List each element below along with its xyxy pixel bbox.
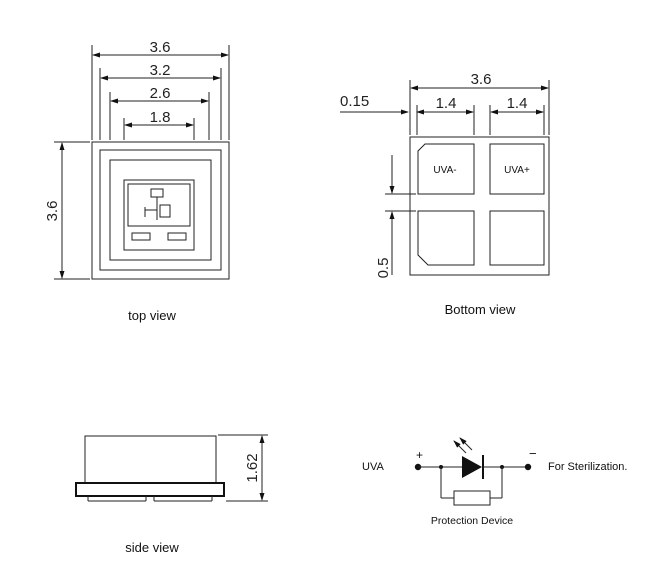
side-view-caption: side view: [125, 540, 179, 555]
pad-plus-label: UVA+: [504, 165, 530, 176]
side-lens: [84, 435, 217, 484]
bottom-view-caption: Bottom view: [445, 302, 516, 317]
wire-pad-left: [131, 232, 151, 241]
dim-outer-width: 3.6: [150, 39, 171, 56]
dim-width-3-2: 3.2: [150, 62, 171, 79]
pad-minus-label: UVA-: [433, 165, 456, 176]
top-view: 3.6 3.2 2.6 1.8 3.6 top view: [44, 39, 230, 323]
dim-bottom-width: 3.6: [471, 71, 492, 88]
wire-pad-right: [167, 232, 187, 241]
protection-device-label: Protection Device: [431, 515, 513, 527]
protection-device-icon: [453, 490, 491, 506]
die-top: [150, 188, 164, 198]
top-view-caption: top view: [128, 308, 176, 323]
dim-side-height: 1.62: [244, 453, 261, 482]
bottom-view: 3.6 0.15 1.4 1.4 UVA- UVA+ 0.5 Bottom vi…: [340, 71, 550, 317]
chip-frame: [127, 183, 191, 227]
schematic: UVA + − For Sterilization. Protection De…: [362, 437, 627, 527]
side-base: [75, 482, 225, 497]
minus-sign: −: [529, 446, 537, 461]
cavity-outline: [109, 159, 212, 261]
dim-height: 3.6: [44, 201, 61, 222]
side-view: 1.62 side view: [75, 434, 268, 555]
led-diode-icon: [462, 456, 482, 478]
cathode-terminal: [524, 463, 532, 471]
sterilization-label: For Sterilization.: [548, 461, 627, 473]
chip-area: [123, 179, 195, 251]
plus-sign: +: [416, 448, 423, 462]
pad-bottom-left: [417, 210, 475, 266]
dim-offset: 0.15: [340, 93, 369, 110]
package-outline: [91, 141, 230, 280]
pad-uva-minus: [417, 143, 475, 195]
dim-pad-right: 1.4: [507, 95, 528, 112]
dim-width-1-8: 1.8: [150, 109, 171, 126]
pad-uva-plus: [489, 143, 545, 195]
die-bottom: [159, 204, 171, 218]
dim-pad-left: 1.4: [436, 95, 457, 112]
lens-outline: [99, 149, 222, 271]
emission-arrow-icon: [459, 437, 473, 451]
schematic-uva-label: UVA: [362, 461, 384, 473]
bottom-package-outline: [409, 136, 550, 276]
emission-arrow-icon: [453, 440, 467, 454]
dim-width-2-6: 2.6: [150, 85, 171, 102]
pad-bottom-right: [489, 210, 545, 266]
dim-gap: 0.5: [375, 258, 392, 279]
